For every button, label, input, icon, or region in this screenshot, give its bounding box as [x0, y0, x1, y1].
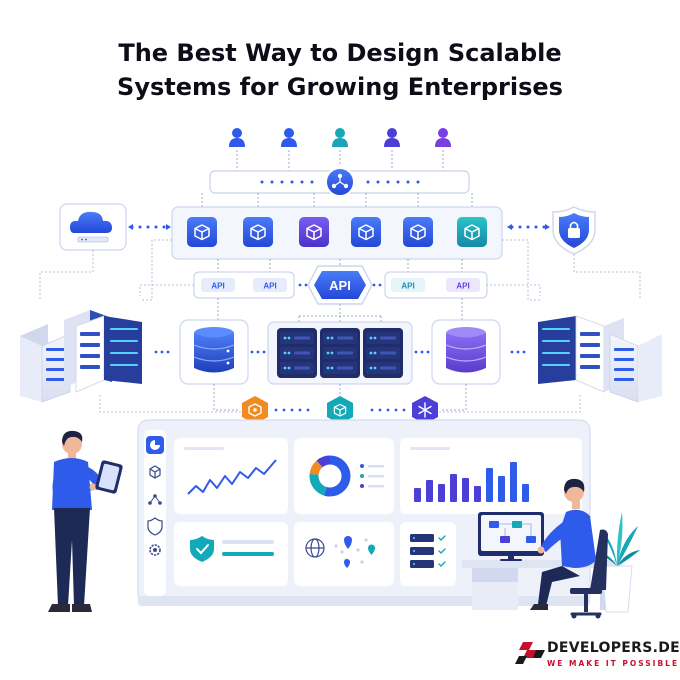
- cube-icon: [299, 217, 329, 247]
- cube-icon: [327, 396, 353, 424]
- person-at-desk: [530, 478, 608, 619]
- api-chip: [201, 278, 235, 292]
- database-icon: [179, 319, 249, 385]
- shield-lock-icon: [552, 206, 596, 255]
- api-label: API: [401, 282, 414, 291]
- cloud-icon: [59, 203, 127, 251]
- global-map-card: [294, 522, 394, 586]
- dashboard-sidebar: [144, 430, 166, 596]
- snowflake-icon: [412, 396, 438, 424]
- cube-icon: [243, 217, 273, 247]
- api-chip: [253, 278, 287, 292]
- api-chip: [446, 278, 480, 292]
- cube-icon: [187, 217, 217, 247]
- person-with-tablet: [48, 430, 123, 612]
- api-hub: API: [307, 265, 373, 305]
- brand-name: DEVELOPERS.DEV: [547, 640, 680, 656]
- user-icon: [332, 128, 348, 147]
- api-label: API: [456, 282, 469, 291]
- tablet-icon: [95, 460, 123, 494]
- user-icon: [281, 128, 297, 147]
- server-icon: [363, 328, 403, 378]
- server-rack-right: [538, 315, 662, 403]
- brand-tagline: WE MAKE IT POSSIBLE!: [547, 659, 680, 668]
- network-hub-icon: [148, 494, 162, 505]
- server-status-card: [400, 522, 456, 586]
- security-status-card: [174, 522, 288, 586]
- user-icon: [229, 128, 245, 147]
- bar-chart-card: [400, 438, 582, 514]
- user-icon: [435, 128, 451, 147]
- microservice-cubes: [187, 217, 487, 247]
- page-title: The Best Way to Design Scalable Systems …: [0, 36, 680, 104]
- brand-logo-icon: [515, 642, 545, 664]
- network-hub-icon: [325, 167, 355, 197]
- cube-icon: [149, 465, 161, 479]
- microservices-panel: [171, 206, 503, 260]
- server-rack-left: [20, 310, 142, 403]
- line-chart-card: [174, 438, 288, 514]
- user-icon: [384, 128, 400, 147]
- gear-icon: [149, 544, 161, 556]
- plant: [596, 512, 640, 613]
- api-chip: [391, 278, 425, 292]
- integration-hex-icon: [242, 396, 268, 424]
- title-line-2: Systems for Growing Enterprises: [117, 73, 563, 101]
- server-icon: [320, 328, 360, 378]
- dashboard-window: [137, 419, 591, 606]
- shield-check-icon: [147, 517, 163, 536]
- cube-icon: [351, 217, 381, 247]
- api-label: API: [211, 282, 224, 291]
- title-line-1: The Best Way to Design Scalable: [118, 39, 562, 67]
- brand-logo[interactable]: DEVELOPERS.DEV WE MAKE IT POSSIBLE!: [513, 636, 680, 676]
- cube-icon: [403, 217, 433, 247]
- api-hub-label: API: [329, 278, 351, 293]
- globe-icon: [305, 538, 325, 558]
- database-icon: [431, 319, 501, 385]
- donut-chart-card: [294, 438, 394, 514]
- monitor-icon: [478, 512, 544, 561]
- user-icons-row: [229, 128, 451, 147]
- api-label: API: [263, 282, 276, 291]
- cube-icon: [457, 217, 487, 247]
- server-icon: [277, 328, 317, 378]
